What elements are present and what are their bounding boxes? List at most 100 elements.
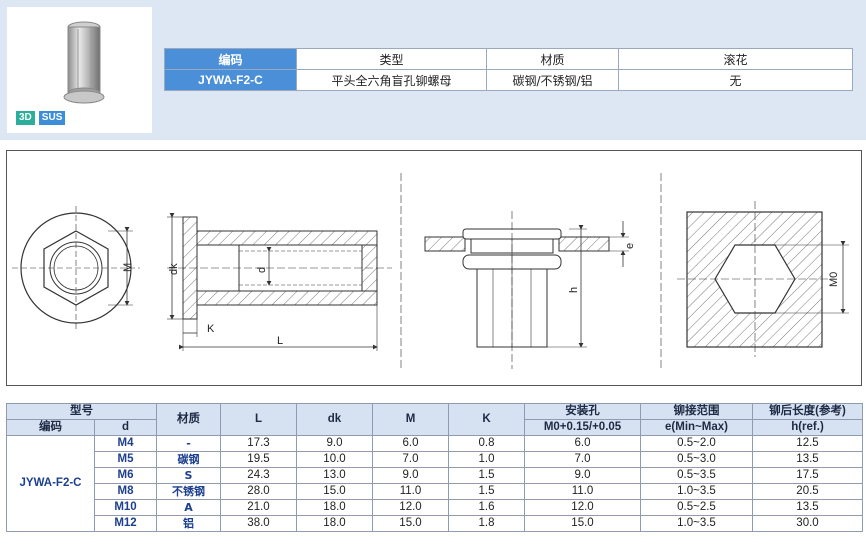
cell-hole: 11.0: [524, 483, 641, 500]
header-length-sub: h(ref.): [752, 419, 863, 436]
table-row: M12 铝 38.0 18.0 15.0 1.8 15.0 1.0~3.5 30…: [7, 515, 863, 532]
cell-h: 30.0: [752, 515, 863, 532]
table-row: M6 S 24.3 13.0 9.0 1.5 9.0 0.5~3.5 17.5: [7, 467, 863, 484]
cell-L: 17.3: [220, 435, 297, 452]
cell-L: 19.5: [220, 451, 297, 468]
info-table: 编码 类型 材质 滚花 JYWA-F2-C 平头全六角盲孔铆螺母 碳钢/不锈钢/…: [164, 48, 853, 91]
cell-K: 1.5: [448, 467, 525, 484]
cell-h: 12.5: [752, 435, 863, 452]
cell-h: 13.5: [752, 451, 863, 468]
installed-view: [424, 211, 629, 369]
cell-range: 0.5~3.5: [640, 467, 753, 484]
product-thumbnail: 3D SUS: [7, 7, 152, 133]
dim-K-label: K: [207, 323, 215, 335]
table-row: M5 碳钢 19.5 10.0 7.0 1.0 7.0 0.5~3.0 13.5: [7, 451, 863, 468]
cell-d: M10: [94, 499, 157, 516]
info-header-material: 材质: [486, 48, 619, 70]
cell-dk: 9.0: [296, 435, 373, 452]
header-code: 编码: [6, 419, 95, 436]
end-view: [12, 206, 140, 331]
dim-M0-label: M0: [828, 272, 840, 287]
header-M: M: [372, 403, 449, 436]
cell-range: 1.0~3.5: [640, 515, 753, 532]
dim-M-label: M: [122, 263, 134, 272]
table-row: JYWA-F2-C M4 - 17.3 9.0 6.0 0.8 6.0 0.5~…: [6, 435, 863, 532]
header-L: L: [220, 403, 297, 436]
header-mounting-hole: 安装孔: [524, 403, 641, 420]
cell-range: 0.5~3.0: [640, 451, 753, 468]
header-panel: 3D SUS 编码 类型 材质 滚花 JYWA-F2-C 平头全六角盲孔铆螺母 …: [0, 0, 866, 140]
cell-hole: 9.0: [524, 467, 641, 484]
table-row: M10 A 21.0 18.0 12.0 1.6 12.0 0.5~2.5 13…: [7, 499, 863, 516]
header-dk: dk: [296, 403, 373, 436]
cell-d: M6: [94, 467, 157, 484]
sus-badge: SUS: [38, 111, 66, 125]
cell-hole: 6.0: [524, 435, 641, 452]
info-header-code: 编码: [164, 48, 297, 70]
header-hole-sub: M0+0.15/+0.05: [524, 419, 641, 436]
info-type: 平头全六角盲孔铆螺母: [296, 69, 487, 91]
mounting-hole-view: [677, 201, 849, 357]
header-d: d: [94, 419, 157, 436]
dim-dk-label: dk: [168, 263, 180, 275]
cell-material: 碳钢: [156, 451, 221, 468]
cell-h: 13.5: [752, 499, 863, 516]
info-header-type: 类型: [296, 48, 487, 70]
dim-h-label: h: [568, 287, 580, 293]
cell-L: 24.3: [220, 467, 297, 484]
info-material: 碳钢/不锈钢/铝: [486, 69, 619, 91]
info-header-knurl: 滚花: [618, 48, 853, 70]
cell-d: M8: [94, 483, 157, 500]
spec-table: 型号 材质 L dk M K 安装孔 铆接范围 铆后长度(参考) 编码 d M0…: [6, 403, 863, 532]
rivet-nut-image: [63, 21, 105, 104]
cell-M: 15.0: [372, 515, 449, 532]
table-row: M8 不锈钢 28.0 15.0 11.0 1.5 11.0 1.0~3.5 2…: [7, 483, 863, 500]
header-K: K: [448, 403, 525, 436]
cell-range: 1.0~3.5: [640, 483, 753, 500]
cell-M: 12.0: [372, 499, 449, 516]
side-section-view: [167, 213, 392, 351]
cell-material: A: [156, 499, 221, 516]
cell-hole: 7.0: [524, 451, 641, 468]
cell-material: -: [156, 435, 221, 452]
header-range-sub: e(Min~Max): [640, 419, 753, 436]
cell-d: M12: [94, 515, 157, 532]
cell-M: 11.0: [372, 483, 449, 500]
cell-K: 1.5: [448, 483, 525, 500]
cell-M: 7.0: [372, 451, 449, 468]
cell-M: 6.0: [372, 435, 449, 452]
cell-range: 0.5~2.0: [640, 435, 753, 452]
dim-e-label: e: [624, 243, 636, 249]
cell-d: M5: [94, 451, 157, 468]
info-knurl: 无: [618, 69, 853, 91]
technical-drawing: M dk d K L: [6, 150, 862, 386]
cell-h: 20.5: [752, 483, 863, 500]
cell-dk: 10.0: [296, 451, 373, 468]
cell-dk: 15.0: [296, 483, 373, 500]
cell-h: 17.5: [752, 467, 863, 484]
cell-range: 0.5~2.5: [640, 499, 753, 516]
cell-dk: 18.0: [296, 515, 373, 532]
cell-M: 9.0: [372, 467, 449, 484]
cell-K: 1.8: [448, 515, 525, 532]
cell-code: JYWA-F2-C: [6, 435, 95, 532]
cell-dk: 18.0: [296, 499, 373, 516]
cell-material: S: [156, 467, 221, 484]
header-material: 材质: [156, 403, 221, 436]
info-code: JYWA-F2-C: [164, 69, 297, 91]
dim-d-label: d: [256, 267, 268, 273]
cell-K: 1.6: [448, 499, 525, 516]
cell-material: 不锈钢: [156, 483, 221, 500]
3d-badge[interactable]: 3D: [16, 111, 35, 125]
header-model-group: 型号: [6, 403, 157, 420]
cell-dk: 13.0: [296, 467, 373, 484]
cell-L: 21.0: [220, 499, 297, 516]
cell-material: 铝: [156, 515, 221, 532]
header-rivet-range: 铆接范围: [640, 403, 753, 420]
cell-hole: 12.0: [524, 499, 641, 516]
cell-K: 0.8: [448, 435, 525, 452]
cell-d: M4: [94, 435, 157, 452]
cell-L: 38.0: [220, 515, 297, 532]
cell-L: 28.0: [220, 483, 297, 500]
cell-hole: 15.0: [524, 515, 641, 532]
